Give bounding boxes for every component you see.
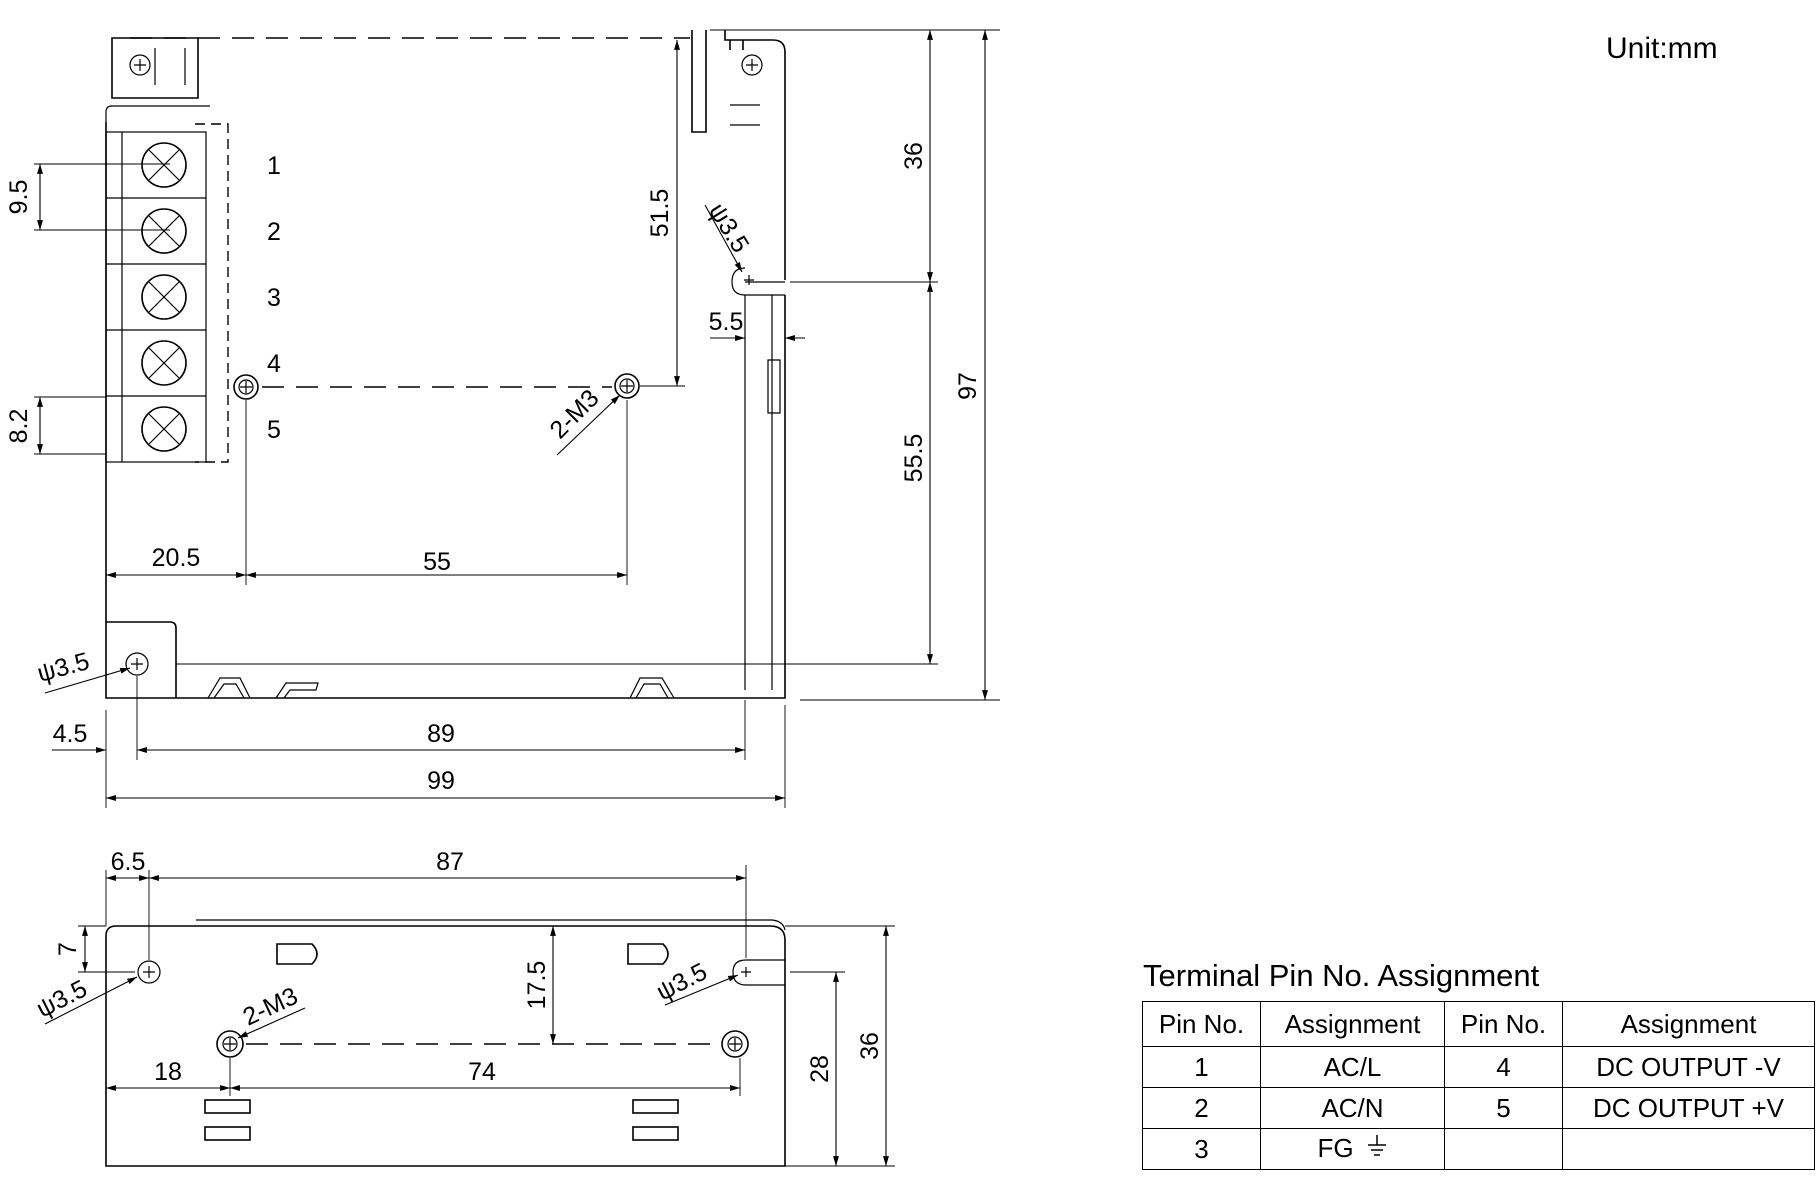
table-header-row: Pin No. Assignment Pin No. Assignment	[1142, 1001, 1815, 1047]
terminal-screw-icon	[141, 274, 187, 320]
top-view: 1 2 3 4 5 9.5 8.2	[5, 29, 1000, 808]
pin-cell: 2	[1142, 1087, 1261, 1129]
side-mount-screw-right	[721, 1030, 749, 1058]
dim-overall-height: 97	[954, 372, 982, 400]
table-row: 3 FG	[1142, 1128, 1815, 1170]
top-mount-screw-right	[614, 373, 640, 399]
terminal-number: 2	[267, 218, 281, 246]
table-row: 1 AC/L 4 DC OUTPUT -V	[1142, 1046, 1815, 1088]
dim-mount-to-hole: 51.5	[646, 189, 674, 238]
dim-side-hole-dia-right: ψ3.5	[652, 958, 712, 1007]
col-header: Assignment	[1562, 1001, 1815, 1047]
top-mount-screw-left	[233, 374, 259, 400]
dim-side-screw-spacing: 74	[468, 1058, 496, 1086]
assignment-cell: AC/N	[1260, 1087, 1445, 1129]
earth-ground-icon	[1366, 1134, 1388, 1165]
dim-side-hole-spacing: 87	[436, 848, 464, 876]
dim-side-slot-height: 28	[806, 1055, 834, 1083]
dim-overall-width: 99	[427, 767, 455, 795]
terminal-block	[105, 105, 229, 463]
col-header: Assignment	[1260, 1001, 1445, 1047]
chassis-outline	[105, 30, 786, 699]
col-header: Pin No.	[1444, 1001, 1563, 1047]
dim-slot-offset: 5.5	[709, 308, 744, 336]
side-view: 6.5 87 7 ψ3.5 ψ3.5 2-M3 17.5 18 74 28 36	[32, 848, 895, 1167]
pin-assignment-table: Pin No. Assignment Pin No. Assignment 1 …	[1142, 1001, 1815, 1170]
terminal-screw-icon	[141, 406, 187, 452]
dim-slot-to-bottom: 55.5	[900, 434, 928, 483]
terminal-number: 5	[267, 416, 281, 444]
terminal-number: 3	[267, 284, 281, 312]
dim-side-screw-height: 17.5	[523, 961, 551, 1010]
assignment-cell: AC/L	[1260, 1046, 1445, 1088]
terminal-number: 1	[267, 152, 281, 180]
assignment-cell	[1562, 1128, 1815, 1170]
unit-label: Unit:mm	[1606, 32, 1718, 65]
terminal-cross-mark	[148, 215, 180, 247]
terminal-cross-mark	[148, 149, 180, 181]
dim-left-offset: 4.5	[53, 720, 88, 748]
side-outline	[105, 925, 786, 1167]
terminal-cross-mark	[148, 281, 180, 313]
dim-side-overall-height: 36	[856, 1032, 884, 1060]
dim-mount-x: 20.5	[152, 544, 201, 572]
terminal-screw-icon	[141, 340, 187, 386]
dim-side-top-to-hole: 7	[54, 942, 82, 956]
col-header: Pin No.	[1142, 1001, 1261, 1047]
assignment-cell: DC OUTPUT +V	[1562, 1087, 1815, 1129]
terminal-number: 4	[267, 350, 281, 378]
dim-hole-spacing: 89	[427, 720, 455, 748]
dim-side-left-offset: 6.5	[111, 848, 146, 876]
pin-cell: 1	[1142, 1046, 1261, 1088]
pin-cell	[1444, 1128, 1563, 1170]
assignment-text: FG	[1317, 1132, 1354, 1163]
side-mount-screw-left	[216, 1030, 244, 1058]
pin-cell: 4	[1444, 1046, 1563, 1088]
dim-screws: 2-M3	[544, 384, 604, 444]
dim-top-to-slot: 36	[900, 142, 928, 170]
pin-cell: 5	[1444, 1087, 1563, 1129]
terminal-screw-icon	[141, 208, 187, 254]
dim-side-screw-x: 18	[154, 1058, 182, 1086]
pin-cell: 3	[1142, 1128, 1261, 1170]
pin-table-title: Terminal Pin No. Assignment	[1143, 958, 1540, 993]
dim-slot-dia: ψ3.5	[703, 198, 755, 257]
terminal-cross-mark	[148, 413, 180, 445]
table-row: 2 AC/N 5 DC OUTPUT +V	[1142, 1087, 1815, 1129]
terminal-screws: 1 2 3 4 5	[141, 142, 281, 452]
dim-mount-spacing: 55	[423, 548, 451, 576]
assignment-cell: FG	[1260, 1128, 1445, 1170]
assignment-cell: DC OUTPUT -V	[1562, 1046, 1815, 1088]
terminal-cross-mark	[148, 347, 180, 379]
dim-terminal-height: 8.2	[5, 409, 33, 444]
dim-pitch: 9.5	[5, 180, 33, 215]
terminal-screw-icon	[141, 142, 187, 188]
